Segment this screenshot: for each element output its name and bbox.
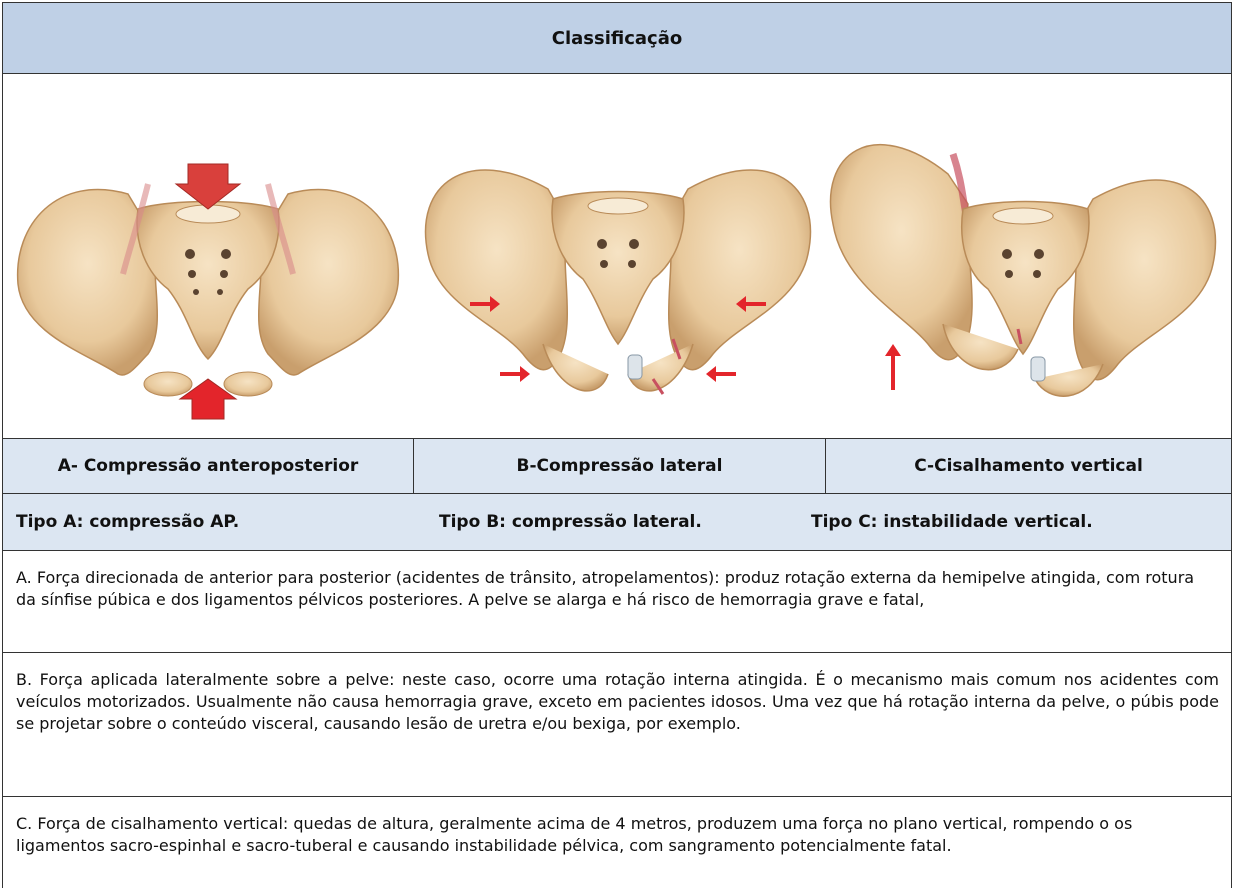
caption-a: A- Compressão anteroposterior — [3, 439, 413, 493]
caption-c: C-Cisalhamento vertical — [825, 439, 1231, 493]
description-b: B. Força aplicada lateralmente sobre a p… — [3, 653, 1231, 797]
table-header: Classificação — [3, 3, 1231, 74]
pelvis-illustrations — [3, 74, 1231, 438]
caption-b: B-Compressão lateral — [413, 439, 825, 493]
caption-row: A- Compressão anteroposterior B-Compress… — [3, 439, 1231, 494]
type-c-label: Tipo C: instabilidade vertical. — [811, 512, 1093, 532]
type-b-label: Tipo B: compressão lateral. — [439, 512, 702, 532]
pelvis-lateral-compression-image — [426, 170, 811, 394]
description-c: C. Força de cisalhamento vertical: queda… — [3, 797, 1231, 889]
type-row: Tipo A: compressão AP. Tipo B: compressã… — [3, 494, 1231, 551]
page-title: Classificação — [552, 28, 682, 49]
pelvis-ap-compression-image — [18, 164, 399, 419]
pelvis-vertical-shear-image — [831, 145, 1216, 396]
illustration-row — [3, 74, 1231, 439]
description-a: A. Força direcionada de anterior para po… — [3, 551, 1231, 653]
type-a-label: Tipo A: compressão AP. — [16, 512, 239, 532]
